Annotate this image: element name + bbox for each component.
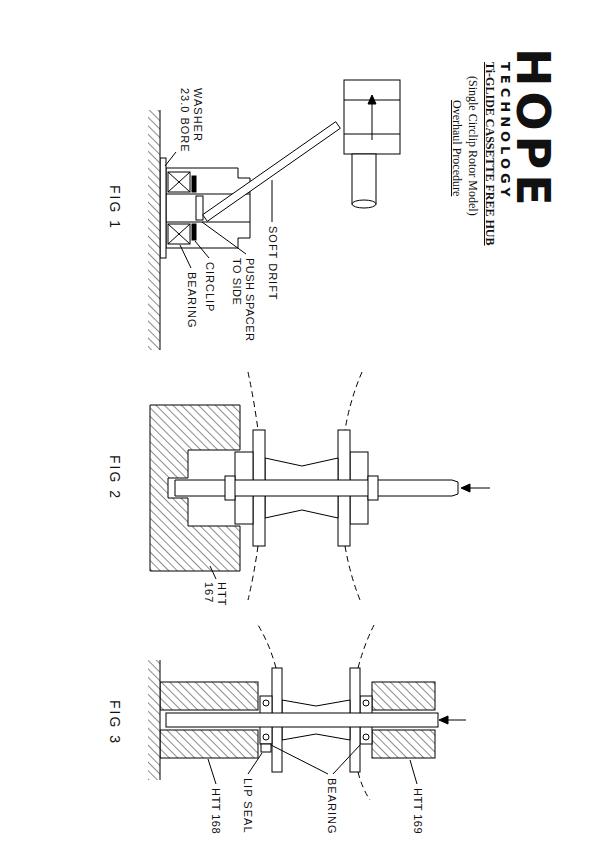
ground-line (160, 110, 161, 350)
bearing-section (168, 172, 190, 192)
figure-number: FIG 2 (107, 455, 123, 500)
part-label: WASHER 23.0 BORE (179, 88, 204, 154)
brand-logo: HOPE (510, 48, 556, 211)
document-title: Ti-GLIDE CASSETTE FREE HUB (482, 62, 496, 246)
mallet-handle (352, 154, 376, 204)
tool-number: HTT 169 (411, 788, 424, 834)
bearing-cross (168, 224, 190, 244)
freehub-body (166, 168, 250, 248)
tool-number: HTT 168 (209, 788, 222, 834)
press-arrowhead (439, 716, 448, 724)
leader-line (333, 745, 360, 774)
soft-drift (203, 122, 341, 222)
part-label: CIRCLIP (203, 262, 216, 312)
leader-line (195, 241, 209, 258)
spoke-outline (345, 546, 360, 600)
spoke-outline (345, 372, 362, 430)
bore-line (166, 222, 250, 223)
part-label: BEARING (185, 272, 198, 329)
bearing-ball (363, 700, 369, 706)
part-label: BEARING (325, 778, 338, 835)
fig2-drawing (150, 372, 490, 600)
leader-line (271, 745, 328, 774)
spoke-outline (248, 546, 258, 600)
leader-line (272, 180, 273, 222)
bearing-cross (168, 224, 190, 244)
axle-collar (225, 476, 235, 500)
circlip (192, 224, 196, 240)
spoke-outline (248, 372, 258, 430)
tool-htt169 (372, 682, 435, 710)
figure-number: FIG 1 (107, 185, 123, 230)
fig3-drawing (148, 625, 466, 800)
washer (160, 158, 166, 258)
brand-subtitle: TECHNOLOGY (497, 62, 512, 201)
instruction-label: PUSH SPACER TO SIDE (231, 258, 256, 353)
leader-line (210, 566, 216, 579)
leader-line (208, 759, 216, 784)
tool-htt169 (372, 730, 435, 758)
tool-number: HTT 167 (203, 582, 228, 612)
bearing-ball (263, 734, 269, 740)
procedure-heading: Overhaul Procedure (449, 100, 463, 196)
bearing-ball (263, 700, 269, 706)
press-arrow (446, 720, 466, 721)
lip-seal (261, 744, 271, 752)
strike-arrowhead (368, 95, 376, 104)
press-arrow (468, 488, 490, 489)
leader-line (202, 222, 246, 254)
circlip (192, 176, 196, 192)
bearing-section (168, 224, 190, 244)
spacer (196, 196, 203, 220)
leader-line (165, 152, 176, 166)
spoke-outline (358, 625, 374, 668)
strike-arrow (372, 100, 373, 140)
tool-htt168 (160, 730, 258, 758)
leader-line (180, 245, 191, 268)
leader-line (248, 753, 262, 774)
handle-end (352, 200, 376, 208)
ground-hatch (148, 110, 160, 350)
bearing-ball (363, 734, 369, 740)
axle-collar (368, 476, 378, 500)
ground-line (160, 660, 161, 780)
spoke-outline (358, 772, 370, 800)
part-label: LIP SEAL (241, 778, 254, 834)
mallet-head (344, 80, 400, 154)
bearing-cross (168, 172, 190, 192)
part-label: SOFT DRIFT (266, 226, 279, 301)
spoke-outline (258, 625, 276, 668)
ground-hatch (148, 660, 160, 780)
figure-number: FIG 3 (107, 700, 123, 745)
axle (175, 480, 458, 496)
model-subtitle: (Single Circlip Rotor Model) (465, 76, 479, 216)
tool-htt168 (160, 682, 258, 710)
axle (166, 713, 438, 727)
leader-line (410, 760, 417, 784)
press-arrowhead (461, 484, 470, 492)
bearing-cross (168, 172, 190, 192)
fig1-drawing (148, 80, 400, 350)
